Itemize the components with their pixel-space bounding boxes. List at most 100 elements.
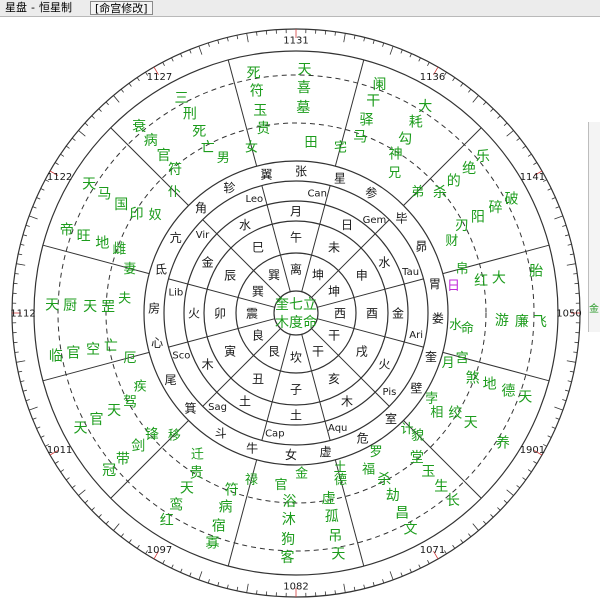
degree-tick	[383, 579, 384, 583]
degree-label: 1127	[147, 72, 172, 83]
constellation-label: 女	[285, 447, 297, 462]
star-name: 马	[353, 129, 367, 145]
degree-tick	[573, 352, 577, 353]
star-name: 勾	[398, 131, 412, 147]
trigram-label: 干	[328, 328, 340, 342]
degree-tick	[390, 46, 393, 54]
earthly-branch: 辰	[224, 268, 236, 282]
planet-marker: 孛	[425, 390, 438, 406]
house-name: 官	[275, 477, 288, 493]
degree-tick	[344, 33, 346, 42]
house-name: 弟	[411, 185, 424, 200]
degree-tick	[26, 400, 30, 401]
planet-marker: 水	[449, 318, 462, 333]
degree-label: 1071	[420, 545, 445, 556]
star-name: 胎	[529, 264, 543, 280]
degree-tick	[106, 521, 109, 524]
degree-tick	[453, 78, 455, 81]
sign-label: Tau	[401, 267, 419, 278]
constellation-label: 房	[148, 300, 160, 315]
degree-tick	[364, 37, 365, 41]
degree-tick	[85, 500, 88, 503]
star-name: 大	[418, 99, 432, 115]
star-name: 乐	[476, 149, 490, 165]
app-title: 星盘	[5, 1, 27, 14]
degree-tick	[523, 146, 526, 148]
degree-tick	[172, 58, 174, 62]
degree-tick	[507, 130, 514, 136]
degree-tick	[483, 102, 486, 105]
degree-tick	[548, 189, 552, 191]
degree-tick	[121, 534, 123, 537]
star-name: 带	[116, 451, 130, 467]
title-separator: -	[31, 1, 35, 15]
star-name: 死	[247, 66, 261, 82]
sign-label: Pis	[383, 387, 397, 398]
star-name: 帝	[60, 223, 74, 239]
star-name: 鸾	[169, 497, 183, 514]
earthly-branch: 亥	[328, 372, 340, 386]
mansion-label: 翼	[260, 167, 272, 181]
star-name: 煞	[466, 370, 480, 386]
degree-tick	[29, 407, 37, 410]
star-name: 大	[492, 270, 506, 286]
house-name: 夫	[118, 292, 131, 307]
degree-tick	[15, 352, 19, 353]
star-name: 贵	[256, 121, 270, 137]
house-name: 宫	[456, 351, 469, 366]
degree-label: 1097	[147, 545, 172, 556]
degree-tick	[23, 390, 27, 391]
sign-label: Lib	[169, 287, 184, 298]
degree-tick	[567, 264, 576, 266]
constellation-label: 娄	[432, 310, 444, 325]
degree-tick	[568, 381, 572, 382]
degree-tick	[92, 116, 95, 119]
earthly-branch: 午	[290, 230, 302, 244]
constellation-label: 斗	[215, 427, 227, 441]
earthly-branch: 卯	[214, 306, 226, 320]
house-name: 田	[304, 135, 317, 150]
star-name: 病	[144, 133, 158, 149]
degree-tick	[199, 571, 202, 579]
star-name: 沐	[282, 512, 296, 528]
side-panel-label: 金	[589, 300, 599, 315]
house-name: 奴	[149, 207, 162, 223]
degree-tick	[364, 585, 365, 589]
star-name: 天	[180, 481, 194, 497]
star-name: 符	[250, 83, 264, 99]
degree-tick	[468, 89, 470, 92]
star-chart[interactable]: 1131113611411050190110711082109710111112…	[0, 17, 600, 599]
trigram-label: 坎	[290, 350, 302, 364]
degree-tick	[199, 46, 202, 54]
degree-tick	[548, 436, 552, 438]
star-name: 天	[107, 403, 121, 419]
earthly-branch: 丑	[252, 372, 264, 386]
house-name: 福	[362, 463, 375, 478]
star-name: 文	[404, 521, 418, 537]
degree-tick	[410, 54, 412, 58]
degree-tick	[552, 197, 556, 199]
degree-tick	[20, 381, 24, 382]
degree-tick	[218, 582, 219, 586]
degree-tick	[401, 50, 402, 54]
star-name: 游	[495, 313, 509, 329]
planet-marker: 日	[447, 279, 460, 294]
degree-tick	[208, 43, 209, 47]
constellation-label: 张	[295, 164, 307, 178]
degree-tick	[335, 590, 336, 594]
degree-label: 1112	[10, 309, 35, 320]
constellation-label: 危	[357, 432, 369, 446]
sign-label: Sag	[208, 402, 227, 413]
planet-marker: 金	[295, 466, 308, 482]
degree-tick	[556, 418, 560, 419]
house-name: 宅	[334, 141, 347, 156]
element-star: 土	[290, 408, 302, 422]
element-star: 火	[378, 357, 390, 371]
edit-life-palace-button[interactable]: [命宫修改]	[90, 1, 153, 15]
trigram-label: 良	[252, 327, 264, 342]
degree-tick	[419, 565, 421, 569]
degree-tick	[497, 116, 500, 119]
degree-tick	[383, 43, 384, 47]
star-name: 劫	[386, 488, 400, 504]
planet-marker: 月	[442, 356, 455, 371]
